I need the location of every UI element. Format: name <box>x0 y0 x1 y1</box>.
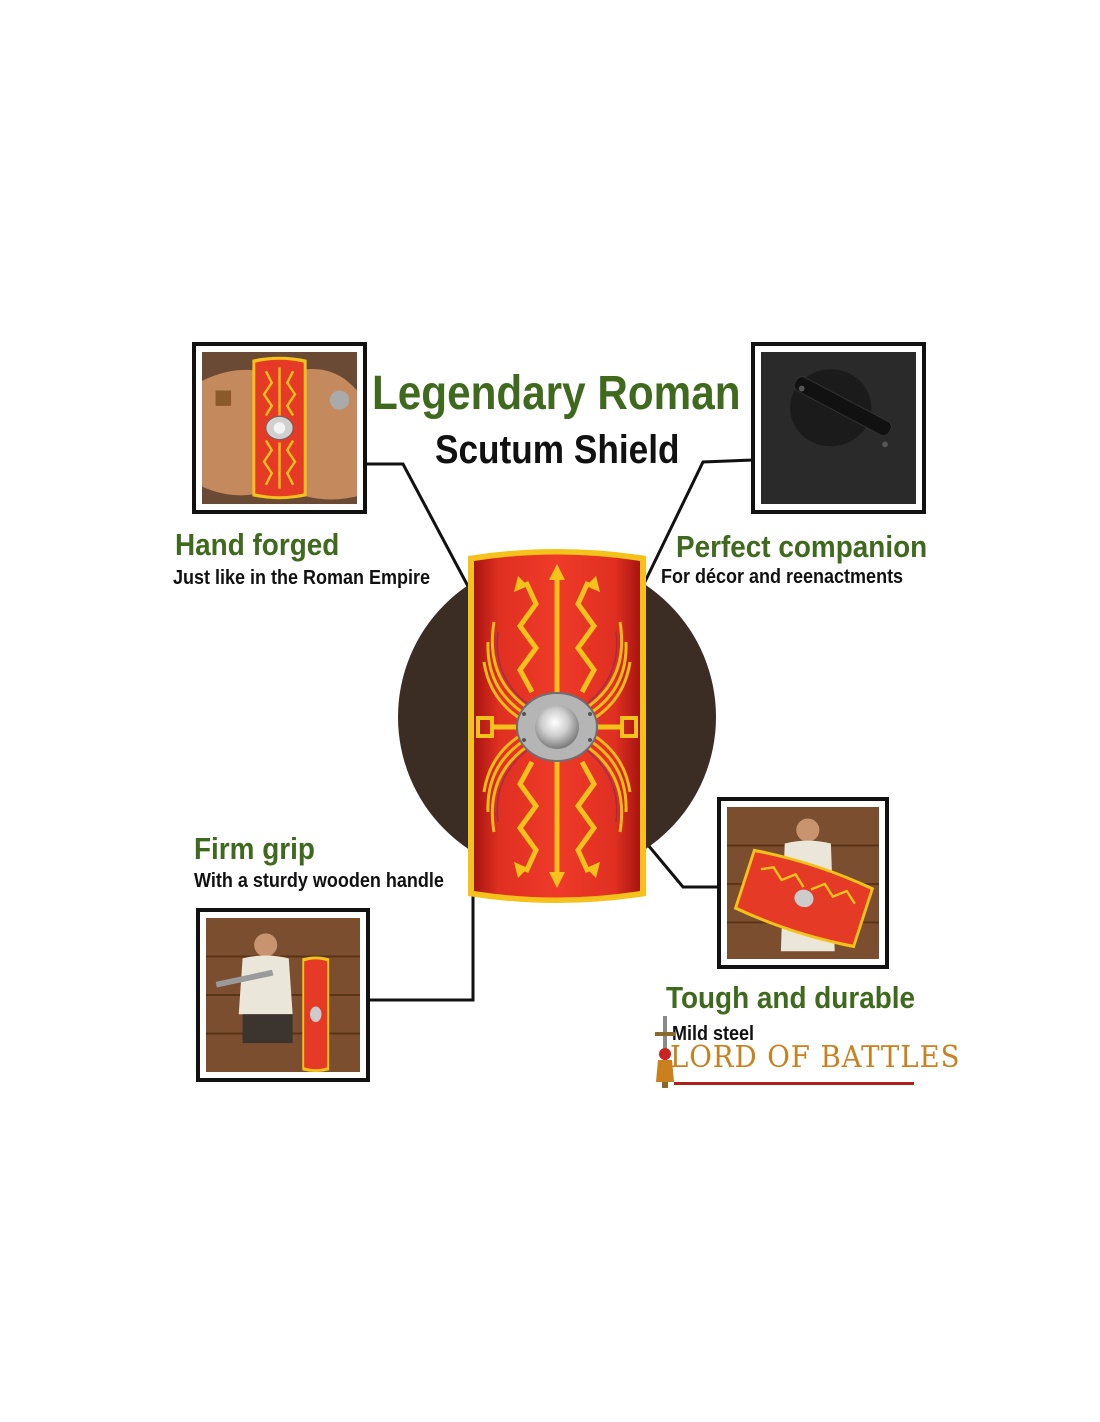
photo-man-holding-shield-horizontal <box>717 797 889 969</box>
photo-shield-on-hide <box>192 342 367 514</box>
feature-tough-durable-heading: Tough and durable <box>666 980 916 1015</box>
feature-tough-durable-text: Mild steel <box>672 1023 755 1045</box>
photo-man-holding-shield <box>196 908 370 1082</box>
feature-hand-forged-text: Just like in the Roman Empire <box>173 567 431 589</box>
title-line-2: Scutum Shield <box>435 428 680 472</box>
photo-shield-handle <box>751 342 926 514</box>
feature-firm-grip-text: With a sturdy wooden handle <box>194 870 444 892</box>
brand-logo-underline <box>674 1082 914 1085</box>
brand-logo: LORD OF BATTLES <box>650 1016 959 1090</box>
scutum-shield-image <box>468 549 646 903</box>
feature-perfect-companion-heading: Perfect companion <box>676 529 928 564</box>
feature-firm-grip-heading: Firm grip <box>194 831 315 866</box>
feature-hand-forged-heading: Hand forged <box>175 527 340 562</box>
sword-knight-icon <box>655 1016 675 1088</box>
brand-logo-text: LORD OF BATTLES <box>670 1040 961 1075</box>
feature-perfect-companion-text: For décor and reenactments <box>661 566 904 588</box>
title-line-1: Legendary Roman <box>372 367 741 420</box>
